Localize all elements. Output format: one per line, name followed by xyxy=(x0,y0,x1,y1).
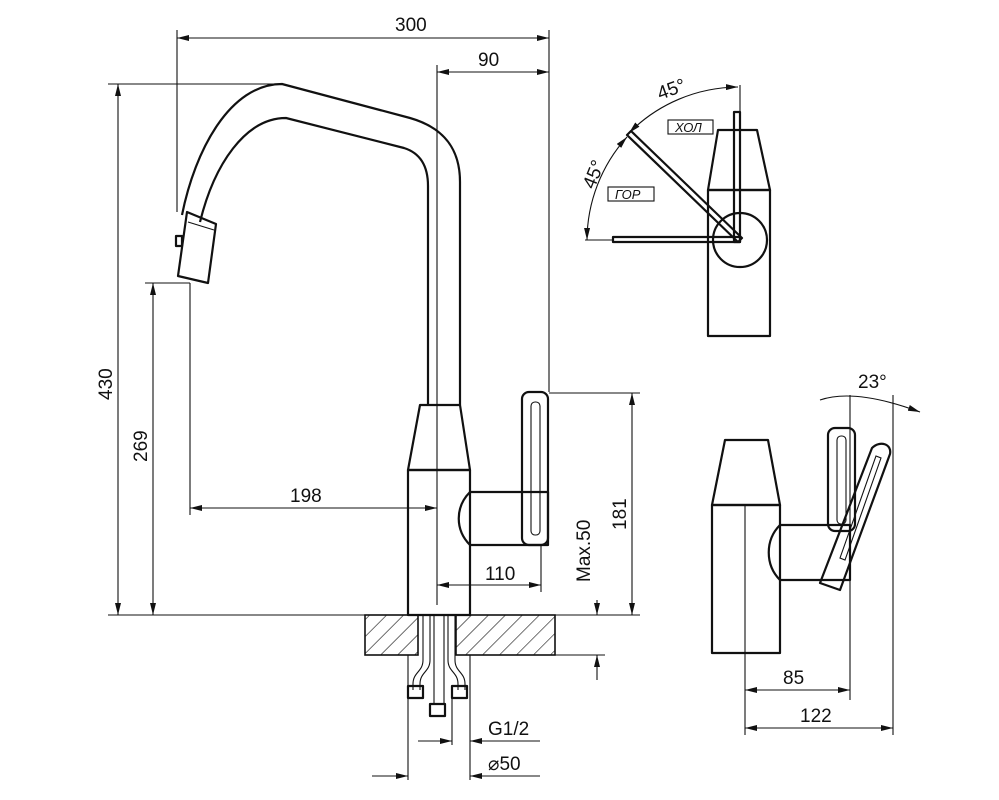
dimension-lines xyxy=(108,30,640,780)
dim-181: 181 xyxy=(610,498,631,530)
angle-hot: 45° xyxy=(579,157,609,192)
angle-cold: 45° xyxy=(655,75,689,105)
dim-g12: G1/2 xyxy=(488,719,529,740)
dim-300: 300 xyxy=(395,15,427,36)
dim-85: 85 xyxy=(783,668,804,689)
dim-122: 122 xyxy=(800,706,832,727)
angle-tilt: 23° xyxy=(858,372,887,393)
body xyxy=(406,468,472,617)
handle xyxy=(520,390,550,547)
dim-90: 90 xyxy=(478,50,499,71)
lever xyxy=(457,490,550,547)
top-view xyxy=(584,84,772,338)
front-view xyxy=(174,82,556,718)
dim-198: 198 xyxy=(290,486,322,507)
dim-269: 269 xyxy=(131,430,152,462)
side-view xyxy=(710,395,921,735)
dim-max50: Max.50 xyxy=(574,520,595,582)
dim-110: 110 xyxy=(485,564,515,585)
nozzle xyxy=(176,210,218,285)
countertop-left xyxy=(364,614,419,656)
label-cold: ХОЛ xyxy=(674,120,702,135)
body-cone xyxy=(406,403,472,472)
dim-430: 430 xyxy=(96,368,117,400)
label-hot: ГОР xyxy=(615,187,641,202)
dim-d50: ⌀50 xyxy=(488,754,521,775)
countertop-right xyxy=(455,614,556,656)
spout-inner xyxy=(198,116,430,405)
spout-outer xyxy=(180,82,462,405)
